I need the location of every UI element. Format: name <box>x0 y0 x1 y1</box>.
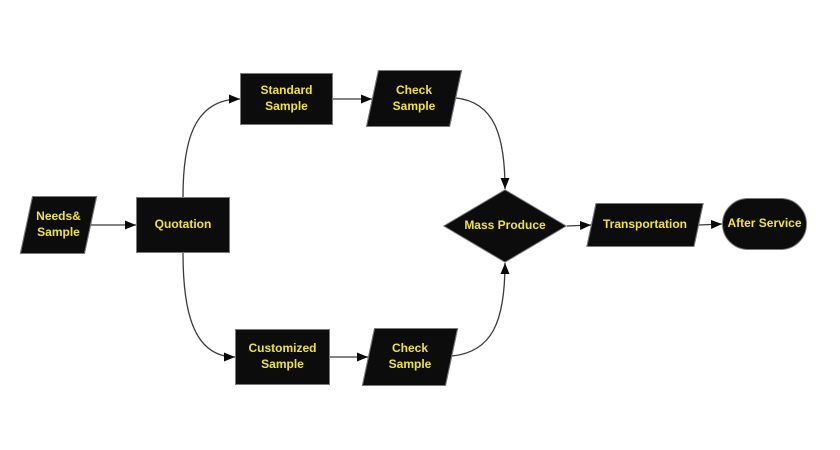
node-after-service: After Service <box>722 198 807 250</box>
node-check-sample-top-label: Check Sample <box>392 82 436 113</box>
node-needs-sample: Needs& Sample <box>19 196 98 254</box>
edge-quotation-customized-sample <box>182 252 236 362</box>
node-quotation-label: Quotation <box>154 217 212 232</box>
node-after-service-label: After Service <box>727 216 802 231</box>
rectangle-shape <box>136 197 230 253</box>
node-transportation: Transportation <box>586 203 704 247</box>
edge-check-sample-bottom-mass-produce <box>451 262 510 357</box>
node-mass-produce: Mass Produce <box>443 189 567 263</box>
edge-mass-produce-transportation <box>566 220 592 230</box>
node-transportation-label: Transportation <box>602 217 687 232</box>
node-standard-sample: Standard Sample <box>240 73 333 125</box>
edge-transportation-after-service <box>698 219 723 229</box>
rectangle-shape <box>235 329 330 385</box>
node-needs-sample-label: Needs& Sample <box>36 209 81 239</box>
node-customized-sample: Customized Sample <box>235 329 330 385</box>
node-check-sample-top: Check Sample <box>365 70 463 127</box>
edge-quotation-standard-sample <box>182 94 241 198</box>
rectangle-shape <box>240 73 333 125</box>
stadium-shape <box>722 198 807 250</box>
node-customized-sample-label: Customized Sample <box>248 341 317 371</box>
node-check-sample-bottom: Check Sample <box>361 328 459 386</box>
node-check-sample-bottom-label: Check Sample <box>388 341 432 371</box>
node-mass-produce-label: Mass Produce <box>464 218 546 233</box>
node-quotation: Quotation <box>136 197 230 253</box>
diamond-shape <box>443 189 567 263</box>
node-standard-sample-label: Standard Sample <box>260 83 313 113</box>
edge-check-sample-top-mass-produce <box>455 97 510 190</box>
